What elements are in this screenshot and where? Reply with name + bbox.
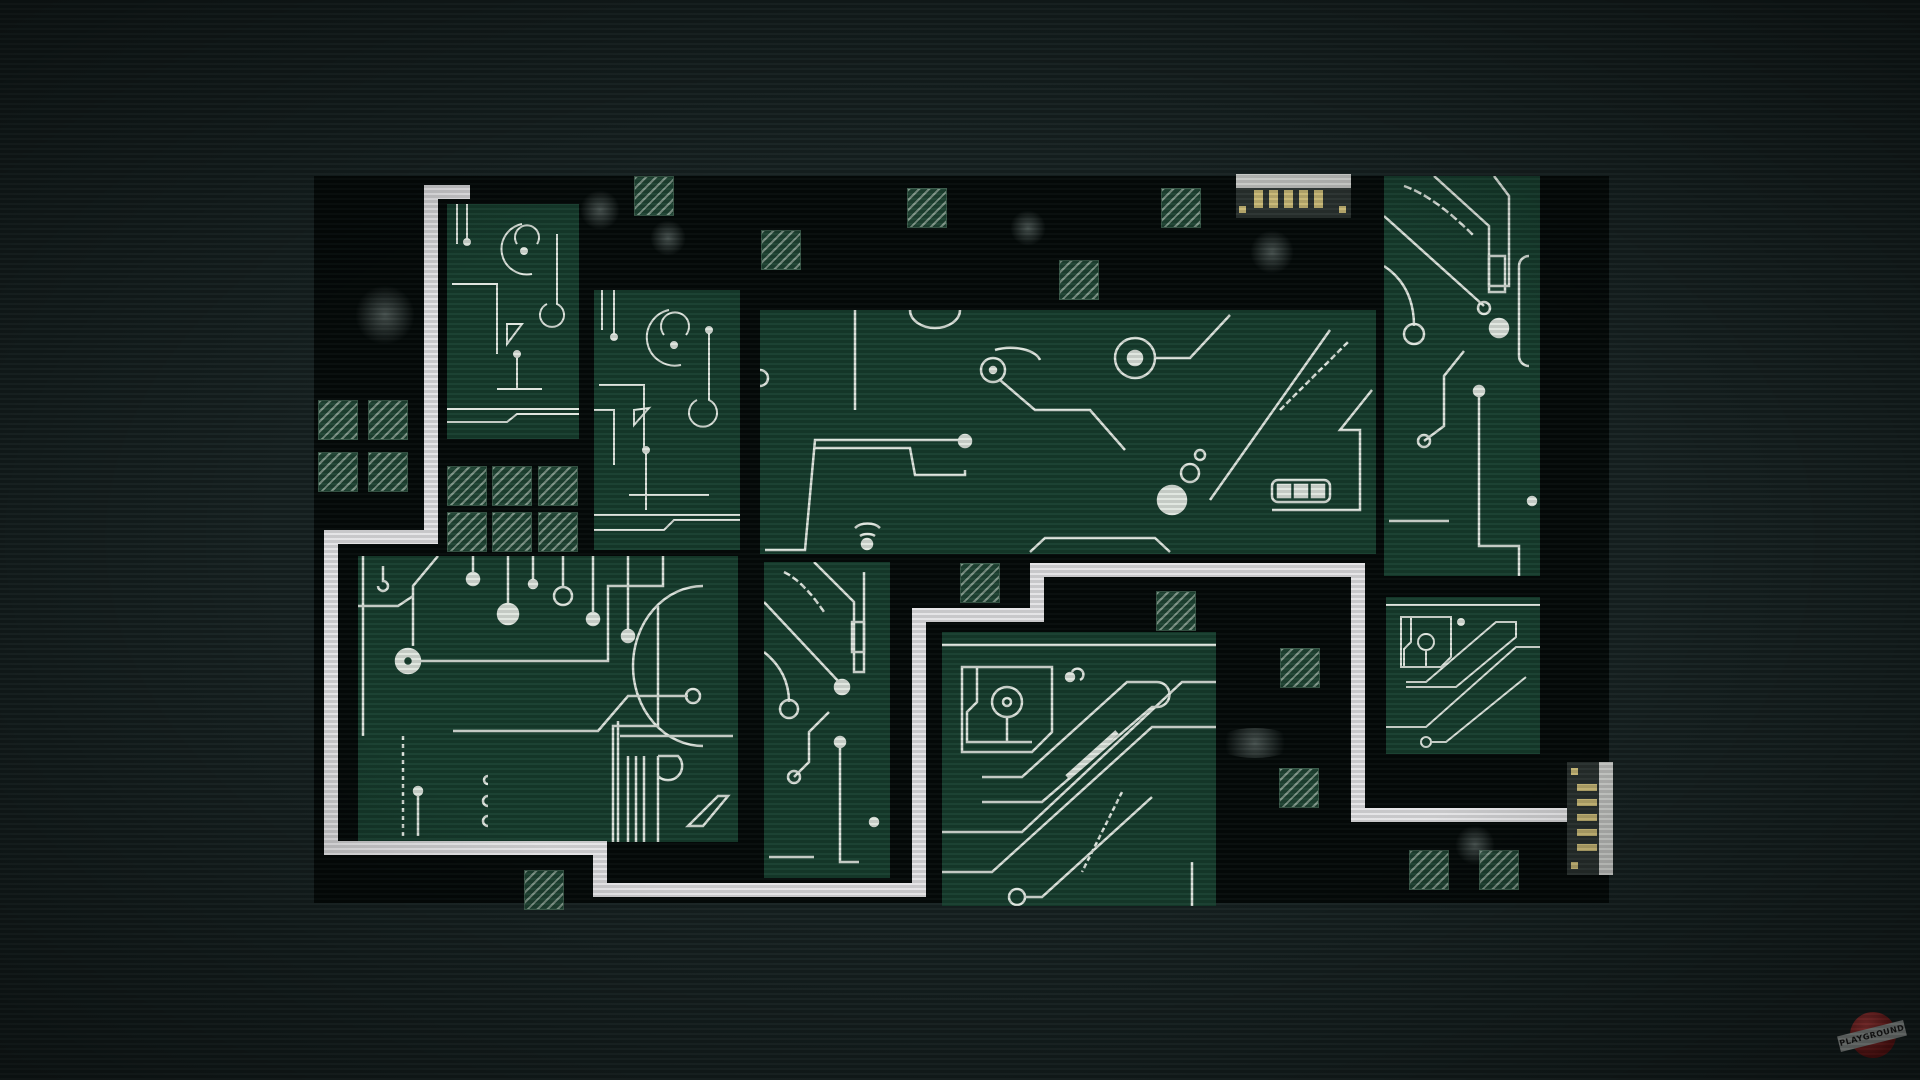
circuit-tile-bottom-left[interactable] (358, 556, 738, 842)
circuit-traces (594, 290, 740, 531)
chip (318, 400, 358, 440)
chip (368, 452, 408, 492)
light-glow (1250, 230, 1294, 274)
circuit-tile-bottom-right[interactable] (1386, 597, 1540, 754)
circuit-traces (764, 562, 880, 864)
connector-pin (1577, 844, 1597, 851)
light-glow (650, 220, 686, 256)
circuit-tile-bottom-center[interactable] (942, 632, 1216, 906)
circuit-traces (760, 310, 1373, 553)
chip (524, 870, 564, 910)
chip (634, 176, 674, 216)
light-glow (355, 285, 415, 345)
circuit-traces (942, 643, 1216, 906)
circuit-traces (358, 556, 733, 842)
chip (1279, 768, 1319, 808)
circuit-tile-bottom-mid[interactable] (764, 562, 890, 878)
light-glow (1010, 210, 1046, 246)
chip (1059, 260, 1099, 300)
connector-pin (1577, 784, 1597, 791)
chip (492, 466, 532, 506)
chip (1409, 850, 1449, 890)
light-glow (1215, 728, 1295, 758)
connector-pin (1577, 829, 1597, 836)
chip (538, 466, 578, 506)
chip (447, 512, 487, 552)
connector-pin (1577, 799, 1597, 806)
circuit-traces (1384, 176, 1538, 576)
connector-pin (1284, 190, 1293, 208)
connector-pin (1269, 190, 1278, 208)
connector-top[interactable] (1236, 174, 1351, 218)
circuit-tile-top-right[interactable] (1384, 176, 1540, 576)
circuit-tile-top-center[interactable] (760, 310, 1376, 554)
connector-pad (1239, 206, 1246, 213)
circuit-traces (447, 204, 579, 423)
playground-logo: PLAYGROUND (1837, 1012, 1907, 1070)
connector-pad (1339, 206, 1346, 213)
chip (960, 563, 1000, 603)
chip (368, 400, 408, 440)
chip (907, 188, 947, 228)
connector-pin (1254, 190, 1263, 208)
light-glow (580, 190, 620, 230)
chip (318, 452, 358, 492)
chip (1156, 591, 1196, 631)
connector-right[interactable] (1567, 762, 1613, 875)
connector-pin (1577, 814, 1597, 821)
chip (1280, 648, 1320, 688)
circuit-traces (1386, 604, 1540, 748)
connector-pad (1571, 768, 1578, 775)
chip (492, 512, 532, 552)
chip (538, 512, 578, 552)
circuit-tile-top-left[interactable] (447, 204, 579, 439)
chip (447, 466, 487, 506)
connector-pin (1314, 190, 1323, 208)
connector-pin (1299, 190, 1308, 208)
light-glow (1455, 825, 1495, 865)
circuit-tile-top-left-mid[interactable] (594, 290, 740, 550)
chip (761, 230, 801, 270)
chip (1161, 188, 1201, 228)
connector-pad (1571, 862, 1578, 869)
